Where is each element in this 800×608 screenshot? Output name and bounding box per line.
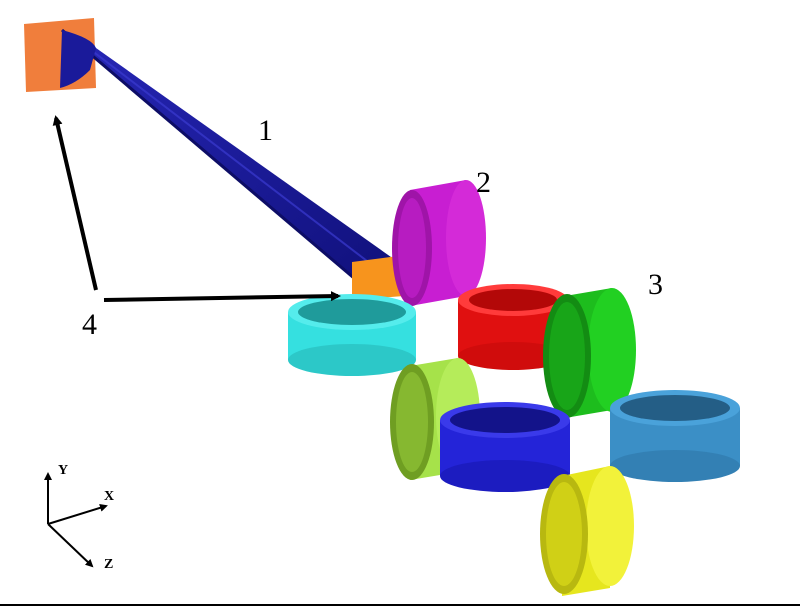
- label-3: 3: [648, 268, 663, 301]
- disk-green: [543, 288, 636, 418]
- z-axis-label: Z: [104, 557, 113, 572]
- label-2: 2: [476, 166, 491, 199]
- y-axis-label: Y: [58, 463, 68, 478]
- vector-arrow-right: [103, 291, 341, 302]
- axis-triad: Y X Z: [44, 463, 114, 572]
- disk-yellow: [540, 466, 634, 596]
- z-axis-arrow: [47, 523, 94, 568]
- disk-blue: [440, 402, 570, 492]
- disk-cyan: [288, 294, 416, 376]
- disk-steelblue: [610, 390, 740, 482]
- label-4: 4: [82, 308, 97, 341]
- vector-arrow-up: [52, 115, 98, 291]
- end-plate-rod-tip: [352, 256, 404, 300]
- label-1: 1: [258, 114, 273, 147]
- x-axis-arrow: [47, 503, 108, 525]
- disk-magenta: [392, 180, 486, 306]
- x-axis-label: X: [104, 489, 114, 504]
- disk-red: [458, 284, 568, 370]
- rod: [60, 28, 398, 292]
